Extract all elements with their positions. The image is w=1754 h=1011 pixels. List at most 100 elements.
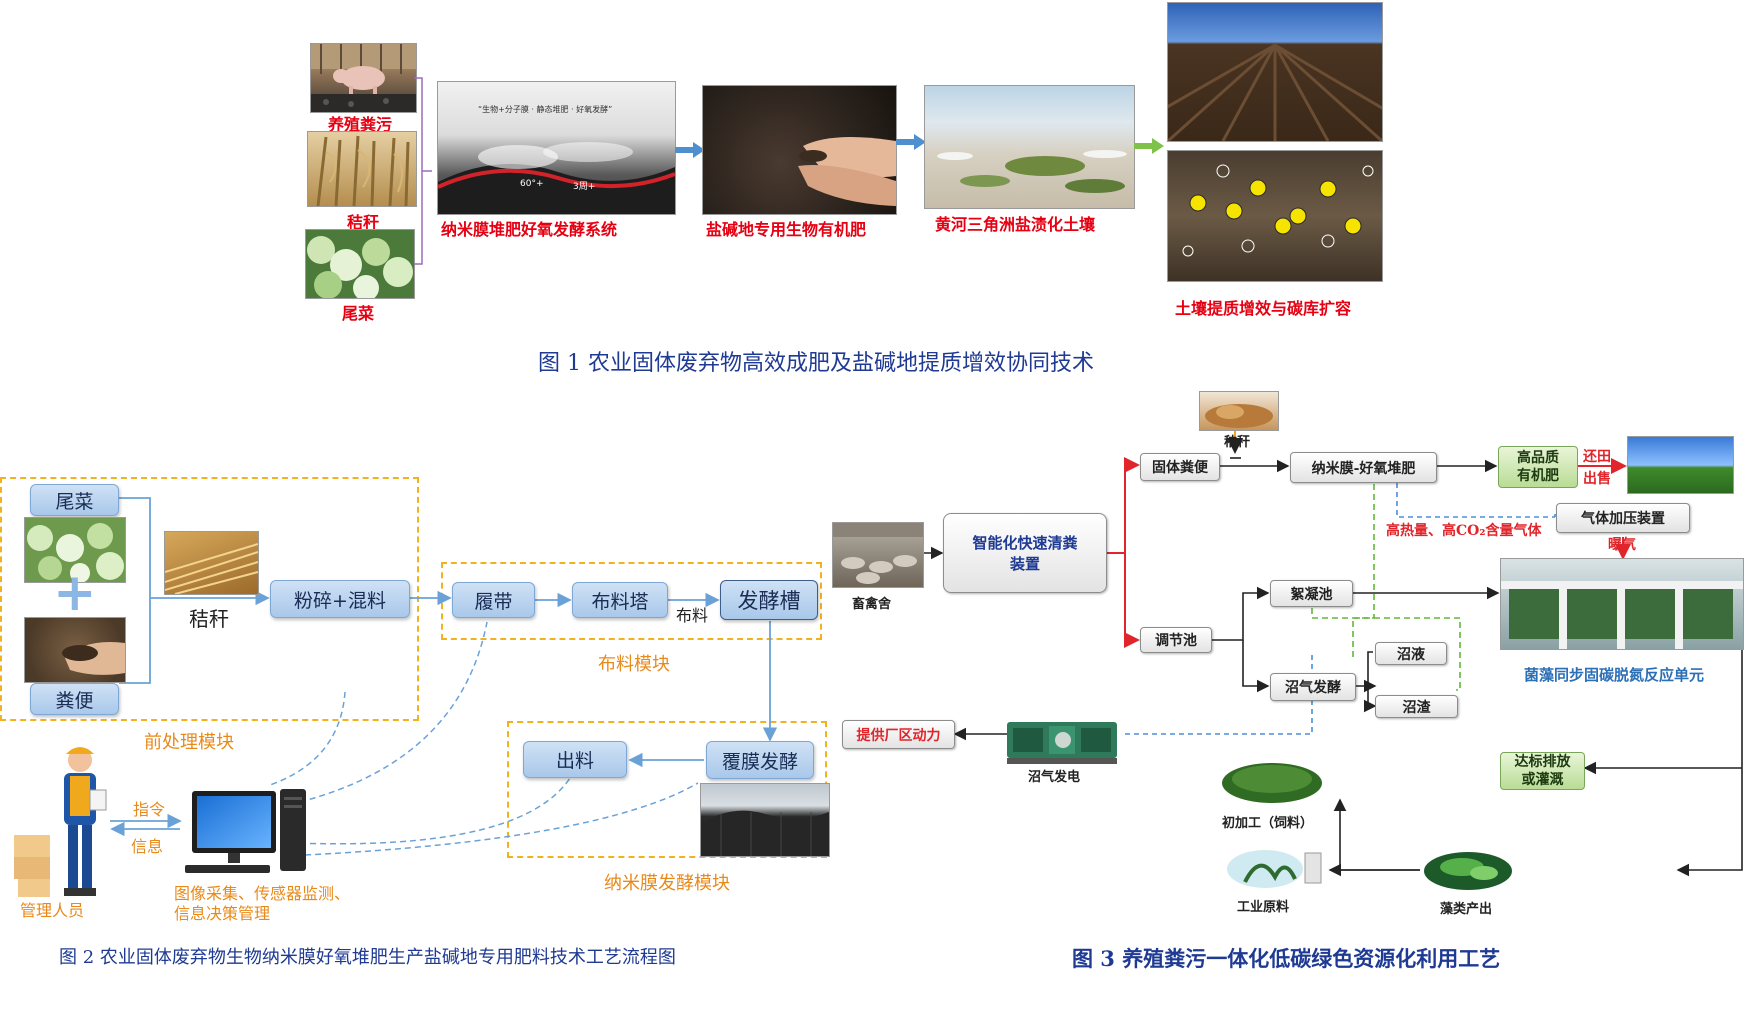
manager-label: 管理人员 <box>20 901 85 920</box>
source-manure-label: 养殖粪污 <box>328 115 393 134</box>
plus-sign: + <box>53 563 97 623</box>
straw-bundle-photo <box>164 531 259 595</box>
info-label: 信息 <box>131 837 164 856</box>
source-bracket <box>414 77 432 265</box>
distributor-box: 布料塔 <box>572 582 668 618</box>
instruction-label: 指令 <box>133 800 166 819</box>
fertilizer-line-1: 高品质 <box>1517 450 1559 466</box>
film-fermentation-box: 覆膜发酵 <box>706 741 814 779</box>
fermentation-tank-box: 发酵槽 <box>720 580 818 620</box>
arrow-right-icon <box>675 142 705 158</box>
biogas-residue-box: 沼渣 <box>1375 695 1458 718</box>
manager-worker-icon <box>14 747 107 897</box>
flocculation-pond-box: 絮凝池 <box>1270 580 1353 607</box>
seaweed-icon <box>1227 850 1322 888</box>
poster-weeks: 3周+ <box>573 182 596 192</box>
processing-label: 初加工（饲料） <box>1222 816 1314 831</box>
result-label: 土壤提质增效与碳库扩容 <box>1175 299 1352 318</box>
discharge-line-1: 达标排放 <box>1514 754 1571 770</box>
corn-straw-icon <box>316 135 410 206</box>
reactor-tanks-icon <box>1501 581 1743 649</box>
algae-powder-icon <box>1222 763 1322 803</box>
field-line-1: 还田 <box>1583 449 1611 465</box>
fertilizer-line-2: 有机肥 <box>1517 468 1559 484</box>
vegetable-icon <box>307 236 413 298</box>
fig3-straw-label: 秸秆 <box>1224 435 1251 450</box>
output-box: 出料 <box>523 741 627 778</box>
soil-carbon-photo <box>1167 150 1383 282</box>
algae-reactor-photo <box>1500 558 1744 650</box>
solid-manure-box: 固体粪便 <box>1140 453 1220 481</box>
step-fertilizer-label: 盐碱地专用生物有机肥 <box>706 220 867 239</box>
discharge-line-2: 或灌溉 <box>1521 772 1564 788</box>
algae-output-label: 藻类产出 <box>1440 902 1493 917</box>
cleaning-device-line-1: 智能化快速清粪 <box>972 534 1078 552</box>
straw-label: 秸秆 <box>189 607 229 631</box>
gas-pressure-box: 气体加压装置 <box>1556 503 1690 533</box>
reactor-label: 菌藻同步固碳脱氮反应单元 <box>1524 666 1705 684</box>
computer-icon <box>185 789 306 873</box>
regulation-pond-box: 调节池 <box>1140 627 1212 653</box>
input-manure-box: 粪便 <box>30 683 119 715</box>
biogas-generator-photo <box>1003 712 1121 766</box>
vegetable-pile-photo <box>24 517 126 583</box>
power-supply-box: 提供厂区动力 <box>842 720 955 749</box>
field-label: 还田 出售 <box>1583 446 1611 490</box>
ploughed-field-photo <box>1167 2 1383 142</box>
fig2-connectors <box>110 497 778 856</box>
layout-module-label: 布料模块 <box>598 654 670 675</box>
nano-module-label: 纳米膜发酵模块 <box>604 873 730 894</box>
barn-icon <box>833 523 923 584</box>
nano-film-compost-photo: “生物+分子膜 · 静态堆肥 · 好氧发酵” 60°+ 3周+ <box>437 81 676 215</box>
function-line-2: 信息决策管理 <box>174 904 271 923</box>
film-pile-icon <box>701 810 829 856</box>
hands-soil-icon <box>798 137 896 206</box>
vegetable-icon <box>27 523 124 582</box>
figure-2-caption: 图 2 农业固体废弃物生物纳米膜好氧堆肥生产盐碱地专用肥料技术工艺流程图 <box>59 947 676 968</box>
distribute-label: 布料 <box>676 606 709 625</box>
arrow-right-green-icon <box>1134 138 1164 154</box>
discharge-box: 达标排放或灌溉 <box>1500 752 1585 790</box>
biogas-fermentation-box: 沼气发酵 <box>1270 673 1356 701</box>
field-line-2: 出售 <box>1583 471 1611 487</box>
pretreatment-module-frame <box>0 477 419 721</box>
industrial-material-photo <box>1225 847 1325 889</box>
grass-field-photo <box>1627 436 1734 494</box>
biogas-liquid-box: 沼液 <box>1375 642 1447 665</box>
source-vegetable-label: 尾菜 <box>342 304 375 323</box>
straw-pile-photo <box>1199 391 1279 431</box>
organic-fertilizer-box: 高品质有机肥 <box>1498 446 1578 488</box>
belt-box: 履带 <box>452 582 535 618</box>
function-line-1: 图像采集、传感器监测、 <box>174 884 351 903</box>
pig-icon <box>311 44 416 112</box>
compost-pile-icon <box>438 142 675 214</box>
nano-compost-box: 纳米膜-好氧堆肥 <box>1290 452 1437 483</box>
saline-soil-photo <box>924 85 1135 209</box>
crush-mix-box: 粉碎+混料 <box>270 580 410 618</box>
arrow-right-icon <box>896 134 926 150</box>
step-saline-soil-label: 黄河三角洲盐渍化土壤 <box>935 215 1096 234</box>
input-vegetable-box: 尾菜 <box>30 484 119 516</box>
poster-temperature: 60°+ <box>520 179 544 189</box>
aeration-label: 曝气 <box>1608 537 1636 553</box>
step-nano-compost-label: 纳米膜堆肥好氧发酵系统 <box>441 220 618 239</box>
manure-hand-icon <box>62 642 125 675</box>
straw-photo <box>307 131 417 207</box>
industrial-label: 工业原料 <box>1237 900 1290 915</box>
straw-icon <box>165 543 258 594</box>
field-rows-icon <box>1168 43 1382 141</box>
saline-land-icon <box>937 150 1127 193</box>
biogas-power-label: 沼气发电 <box>1028 770 1081 785</box>
pig-farm-photo <box>310 43 417 113</box>
figure-1-caption: 图 1 农业固体废弃物高效成肥及盐碱地提质增效协同技术 <box>538 351 1094 376</box>
source-straw-label: 秸秆 <box>347 213 380 232</box>
cleaning-device-line-2: 装置 <box>1009 555 1040 573</box>
cleaning-device-box: 智能化快速清粪 装置 <box>943 513 1107 593</box>
barn-label: 畜禽舍 <box>852 597 892 612</box>
figure-3-caption: 图 3 养殖粪污一体化低碳绿色资源化利用工艺 <box>1072 946 1501 971</box>
vegetable-waste-photo <box>305 229 415 299</box>
gas-note-label: 高热量、高CO₂含量气体 <box>1386 523 1542 539</box>
manure-photo <box>24 617 126 683</box>
straw-icon <box>1205 404 1273 428</box>
